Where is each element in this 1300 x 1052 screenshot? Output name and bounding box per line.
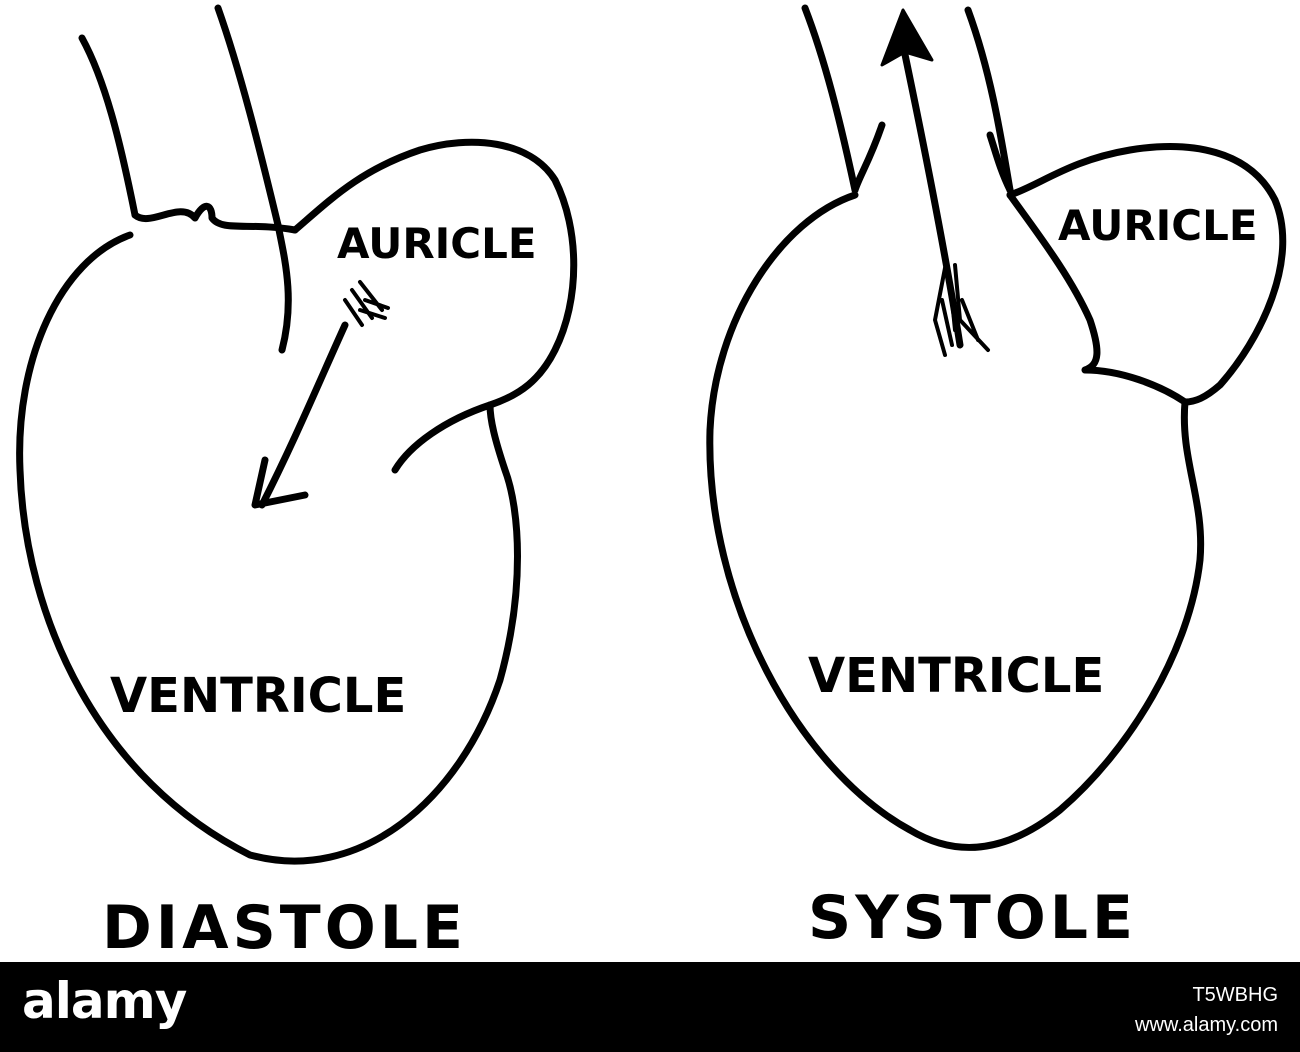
systole-vessel-base-left	[851, 121, 886, 194]
alamy-logo: alamy	[22, 972, 187, 1030]
systole-caption: SYSTOLE	[808, 883, 1137, 953]
watermark-footer: alamy T5WBHG www.alamy.com	[0, 962, 1300, 1052]
systole-heart: AURICLE VENTRICLE SYSTOLE	[706, 4, 1287, 953]
diastole-heart: AURICLE VENTRICLE DIASTOLE	[16, 4, 578, 962]
diastole-flow-arrow-shaft	[258, 321, 349, 509]
diastole-vessel-base	[131, 202, 299, 234]
diastole-caption: DIASTOLE	[102, 893, 467, 962]
systole-vessel-base-right	[986, 131, 1014, 194]
diastole-auricle-label: AURICLE	[337, 219, 537, 268]
diastole-ventricle-outline	[16, 231, 521, 865]
systole-arrow-feathers	[933, 263, 990, 357]
diastole-arrow-feathers	[343, 280, 390, 327]
systole-auricle-label: AURICLE	[1058, 201, 1258, 250]
systole-flow-arrow-head	[880, 8, 934, 67]
systole-inner-line	[1006, 191, 1189, 406]
diastole-auricle-outline	[291, 138, 578, 409]
systole-ventricle-label: VENTRICLE	[808, 648, 1104, 704]
diastole-vessel-left	[78, 34, 139, 219]
systole-vessel-left	[801, 4, 859, 194]
site-url: www.alamy.com	[1135, 1014, 1278, 1036]
diastole-ventricle-label: VENTRICLE	[110, 668, 406, 724]
systole-vessel-right	[964, 6, 1014, 194]
systole-auricle-outline	[1006, 143, 1287, 406]
image-id: T5WBHG	[1192, 984, 1278, 1006]
diastole-vessel-right	[214, 4, 282, 229]
diastole-septum-line	[274, 221, 292, 354]
diastole-flow-arrow-head	[251, 456, 309, 509]
systole-ventricle-outline	[706, 191, 1205, 851]
heart-diagram: AURICLE VENTRICLE DIASTOLE AURICLE VENTR…	[16, 4, 1287, 962]
